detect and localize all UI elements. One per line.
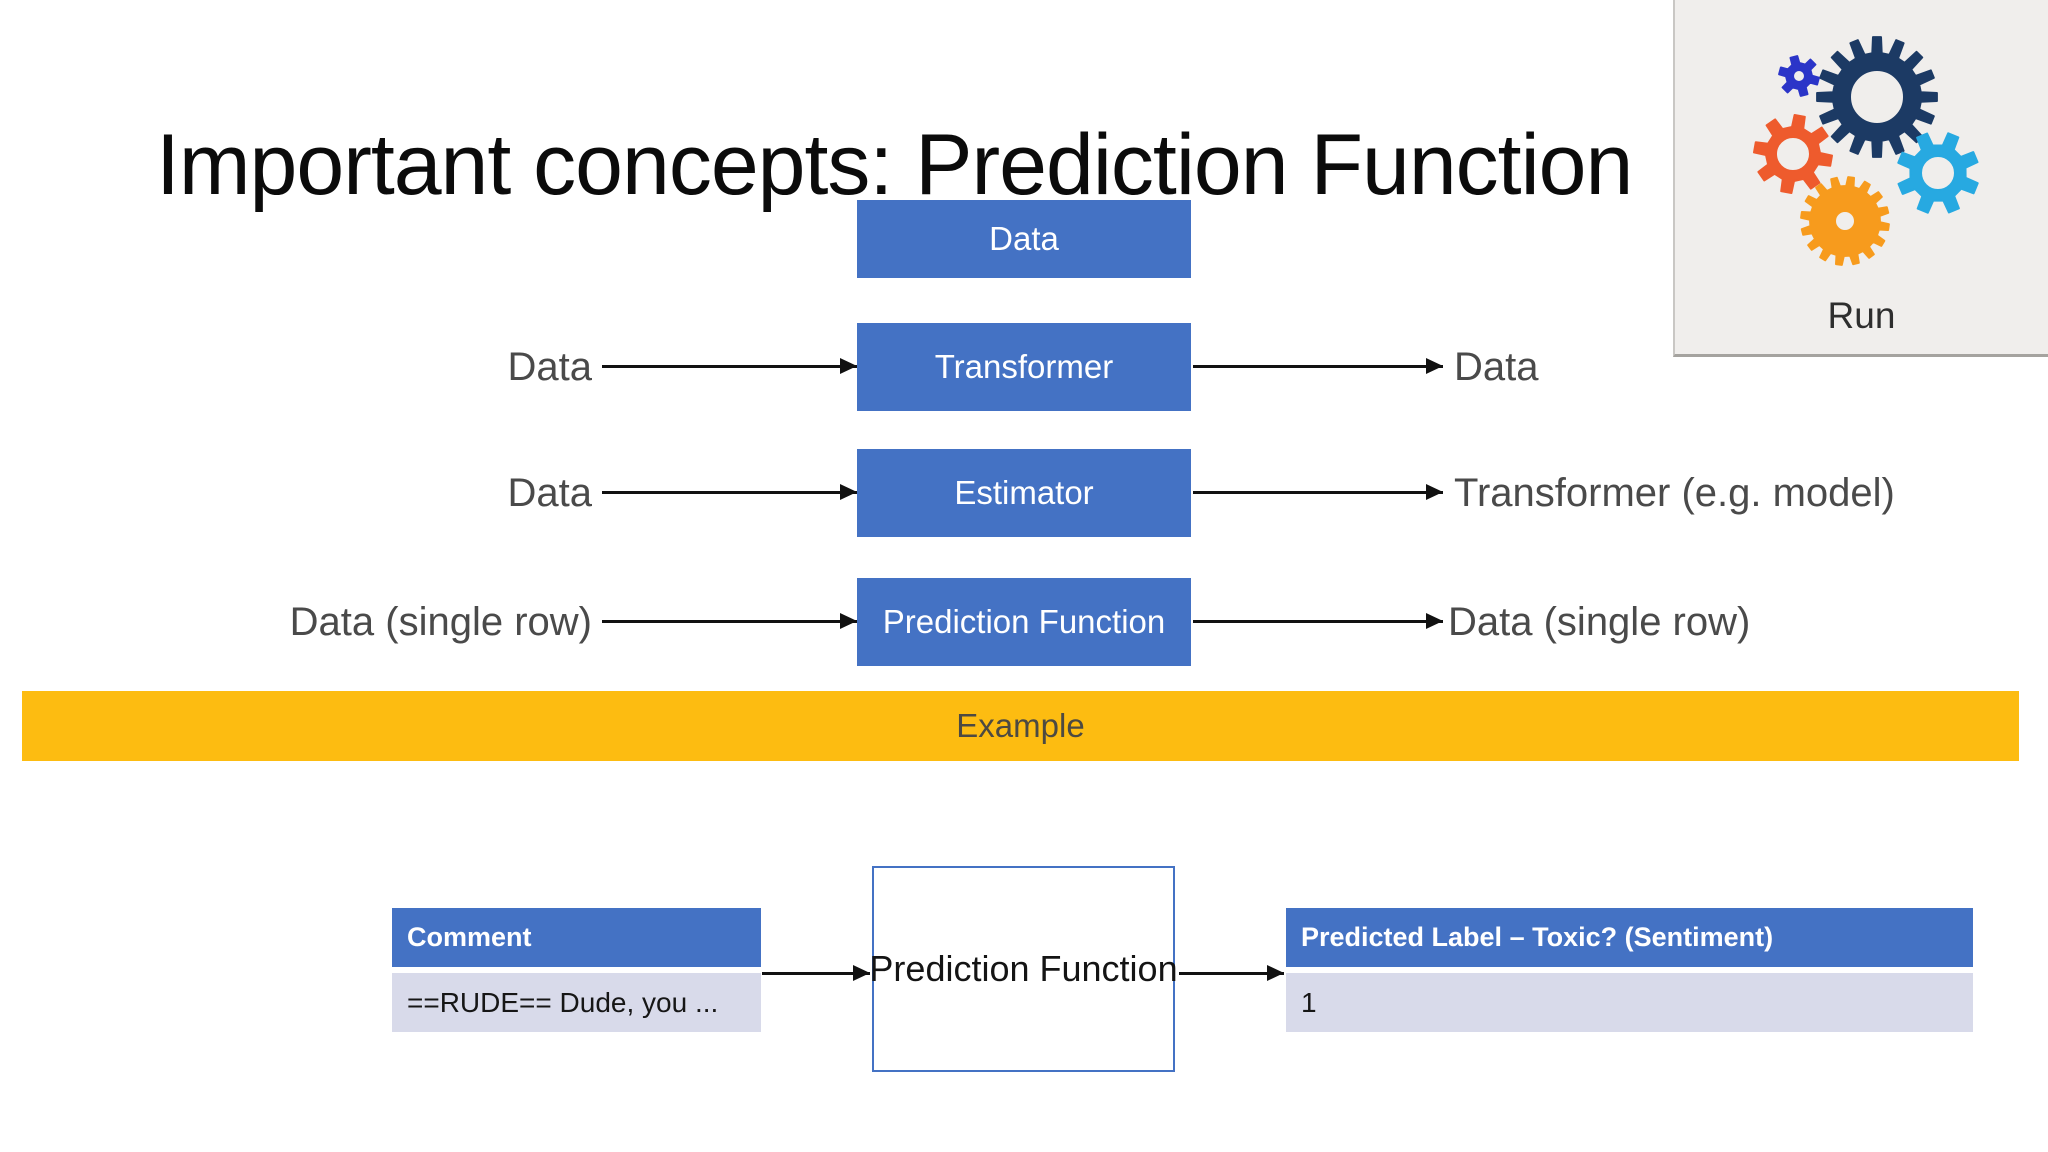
flow-right-label-prediction: Data (single row) [1448, 600, 1751, 644]
arrow-right-icon [1193, 484, 1443, 500]
run-badge-label: Run [1827, 295, 1896, 336]
navy-gear-icon [1816, 36, 1938, 158]
comment-table: Comment ==RUDE== Dude, you ... [392, 908, 761, 1032]
arrow-right-icon [762, 965, 870, 981]
run-gears [1753, 36, 1979, 266]
comment-table-row: ==RUDE== Dude, you ... [392, 973, 761, 1032]
arrow-right-icon [1179, 965, 1284, 981]
example-divider-label: Example [956, 707, 1085, 744]
flow-box-prediction-function: Prediction Function [857, 578, 1191, 666]
flow-left-label-estimator: Data [507, 471, 593, 515]
orange-red-gear-icon [1753, 114, 1833, 194]
arrow-right-icon [1193, 613, 1443, 629]
flow-right-label-estimator: Transformer (e.g. model) [1454, 471, 1895, 515]
flow-box-data: Data [857, 200, 1191, 278]
flow-right-label-transformer: Data [1454, 345, 1539, 389]
flow-left-label-prediction: Data (single row) [289, 600, 592, 644]
comment-table-header: Comment [392, 908, 761, 967]
predicted-label-table-header: Predicted Label – Toxic? (Sentiment) [1286, 908, 1973, 967]
predicted-label-table: Predicted Label – Toxic? (Sentiment) 1 [1286, 908, 1973, 1032]
flow-box-estimator: Estimator [857, 449, 1191, 537]
arrow-right-icon [1193, 358, 1443, 374]
royal-blue-gear-icon [1778, 55, 1820, 97]
prediction-function-box: Prediction Function [869, 866, 1178, 1072]
arrow-right-icon [602, 358, 857, 374]
cyan-gear-icon [1897, 132, 1979, 214]
predicted-label-table-row: 1 [1286, 973, 1973, 1032]
slide-title: Important concepts: Prediction Function [156, 117, 1633, 213]
flow-box-transformer: Transformer [857, 323, 1191, 411]
arrow-right-icon [602, 484, 857, 500]
example-divider-bar: Example [22, 691, 2019, 761]
amber-gear-icon [1800, 176, 1890, 266]
arrow-right-icon [602, 613, 857, 629]
run-badge: Run [1673, 0, 2048, 357]
flow-left-label-transformer: Data [507, 345, 593, 389]
